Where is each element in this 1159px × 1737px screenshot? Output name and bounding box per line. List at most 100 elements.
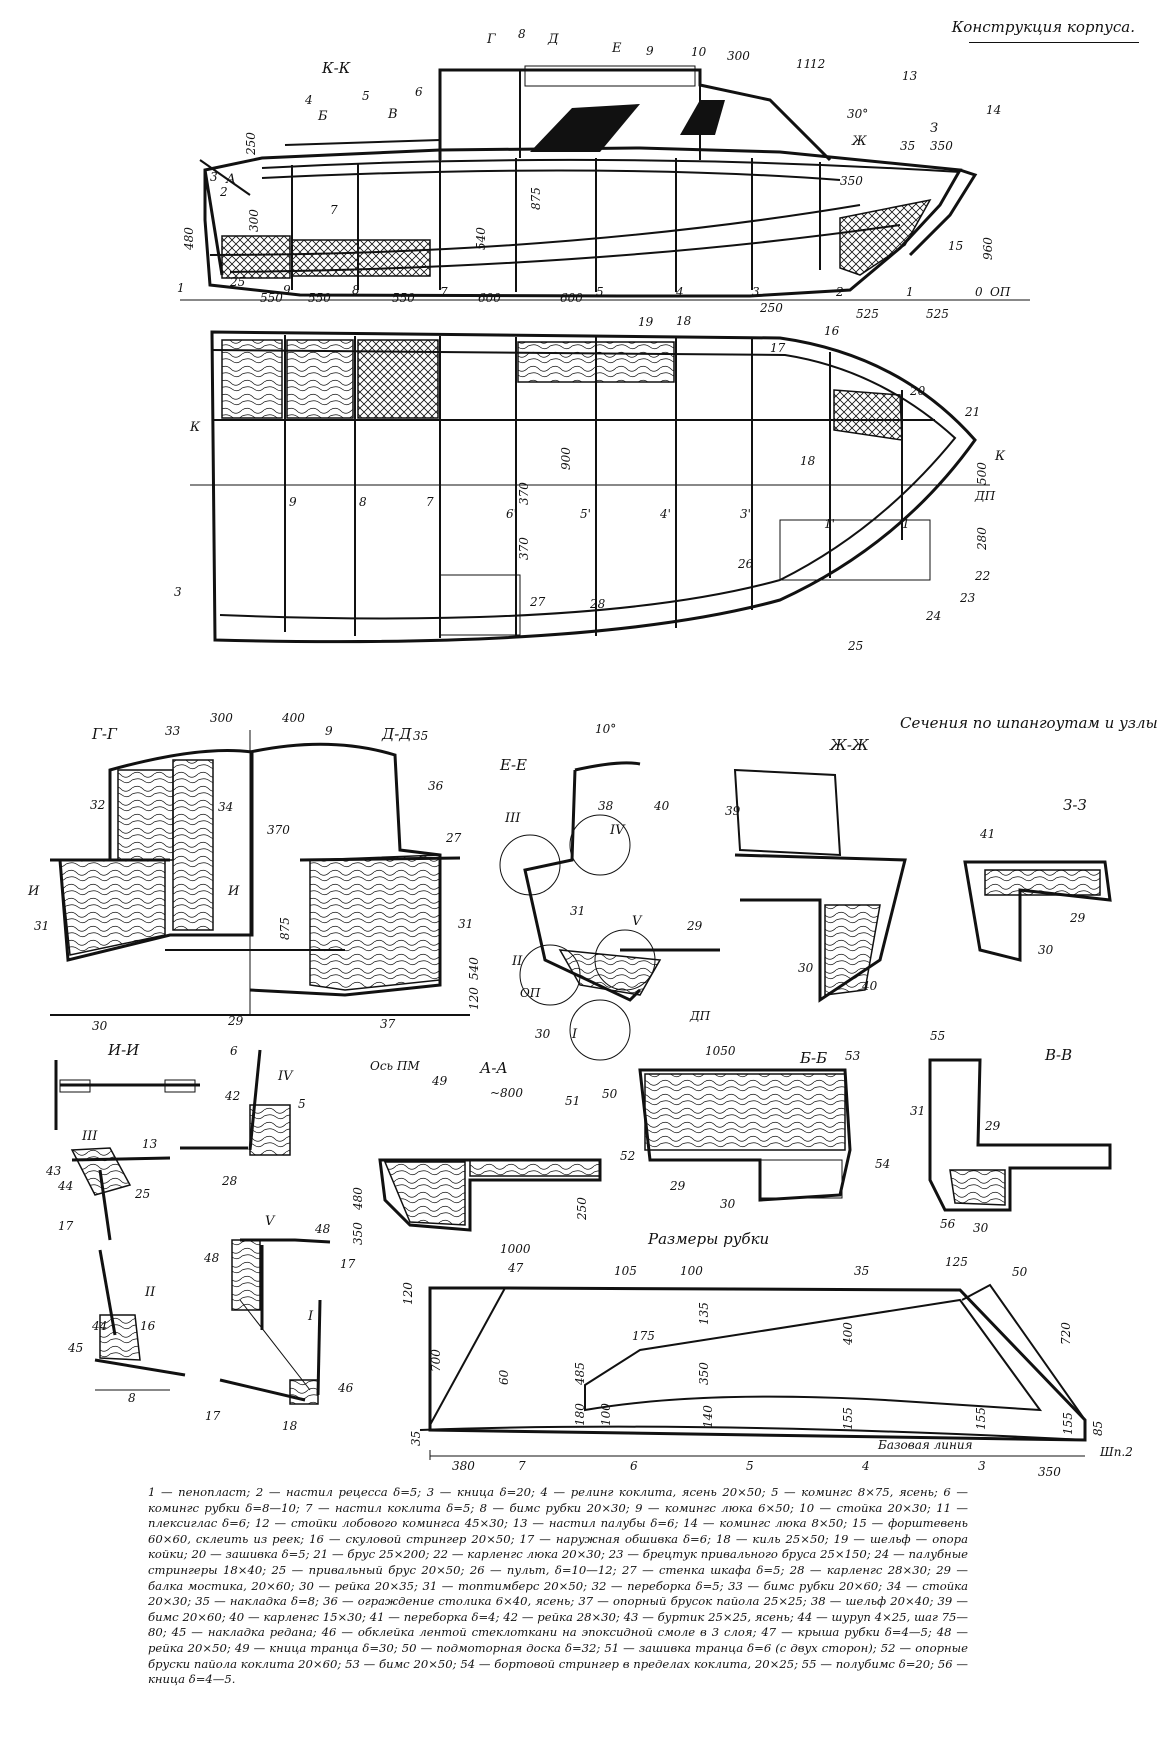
svg-text:35: 35 [409,1431,423,1446]
svg-text:4: 4 [675,285,684,299]
svg-text:9: 9 [283,283,291,297]
svg-text:14: 14 [986,103,1001,117]
svg-text:300: 300 [247,209,261,232]
svg-text:105: 105 [614,1264,637,1278]
svg-text:2: 2 [835,285,844,299]
svg-text:900: 900 [559,447,573,470]
svg-text:1: 1 [902,517,910,531]
plan-part-numbers: 3 17 20 21 22 23 24 25 26 27 28 18 [174,341,990,653]
svg-text:II: II [511,954,523,969]
svg-text:48: 48 [314,1222,331,1236]
svg-text:Г: Г [486,32,496,47]
svg-text:400: 400 [841,1322,855,1346]
cabin-dimension-labels: 105 100 35 125 50 120 47 175 135 400 720… [401,1255,1105,1479]
side-view-part-numbers: 3 2 4 5 6 8 9 10 11 12 13 14 15 16 18 19… [177,27,1001,338]
svg-text:Размеры рубки: Размеры рубки [647,1230,769,1248]
svg-text:60: 60 [497,1369,511,1385]
svg-text:5: 5 [746,1459,754,1473]
svg-text:8: 8 [359,495,367,509]
svg-text:17: 17 [58,1219,74,1233]
svg-text:5': 5' [580,507,591,521]
svg-text:5: 5 [298,1097,306,1111]
svg-text:З-З: З-З [1063,796,1087,814]
svg-text:540: 540 [474,227,488,250]
svg-text:31: 31 [458,917,473,931]
svg-text:700: 700 [429,1349,443,1372]
foam-bow [839,198,932,276]
svg-text:44: 44 [91,1319,107,1333]
svg-text:125: 125 [945,1255,968,1269]
svg-text:155: 155 [1061,1412,1075,1435]
svg-text:17: 17 [770,341,786,355]
header-rule [969,42,1139,43]
page-title: Конструкция корпуса. [951,18,1135,36]
side-view-frames [291,158,821,292]
svg-text:8: 8 [518,27,526,41]
svg-text:З: З [930,121,938,136]
svg-text:7: 7 [426,495,434,509]
svg-text:600: 600 [560,291,583,305]
svg-text:30°: 30° [847,107,868,121]
svg-text:I: I [307,1309,314,1324]
svg-text:480: 480 [182,227,196,251]
svg-text:155: 155 [974,1407,988,1430]
svg-text:6: 6 [415,85,423,99]
svg-text:18: 18 [676,314,692,328]
svg-text:31: 31 [910,1104,925,1118]
svg-text:350: 350 [930,139,953,153]
svg-text:180: 180 [573,1403,587,1426]
cabin-outline [438,68,832,162]
svg-text:28: 28 [589,597,606,611]
svg-text:20: 20 [909,384,926,398]
svg-text:370: 370 [517,537,531,560]
svg-text:И: И [27,884,40,899]
section-zhzh: Ж-Ж 39 30 40 [725,736,907,1003]
svg-text:30: 30 [973,1221,989,1235]
svg-text:38: 38 [598,799,614,813]
svg-text:250: 250 [244,132,258,156]
svg-text:29: 29 [1069,911,1086,925]
svg-text:13: 13 [902,69,918,83]
svg-text:Б-Б: Б-Б [799,1049,827,1067]
svg-text:250: 250 [575,1197,589,1221]
section-label-kk: К-К [321,59,351,77]
svg-text:18: 18 [800,454,816,468]
svg-text:27: 27 [445,831,462,845]
svg-text:25: 25 [229,275,245,289]
svg-text:5: 5 [596,285,604,299]
svg-text:25: 25 [847,639,863,653]
svg-text:34: 34 [218,800,233,814]
transom [203,169,224,276]
svg-text:40: 40 [653,799,670,813]
svg-text:V: V [632,914,643,929]
svg-text:А: А [225,172,236,187]
svg-text:47: 47 [507,1261,524,1275]
stem [908,168,978,257]
svg-text:550: 550 [308,291,331,305]
svg-text:370: 370 [267,823,290,837]
svg-text:21: 21 [964,405,980,419]
section-ii: И-И [54,1041,200,1130]
svg-text:III: III [504,811,521,826]
svg-text:I: I [571,1027,578,1042]
side-view-kk: К-К [177,27,1030,338]
svg-text:39: 39 [725,804,741,818]
svg-text:19: 19 [638,315,654,329]
svg-text:51: 51 [565,1094,580,1108]
svg-text:28: 28 [221,1174,238,1188]
svg-text:6: 6 [630,1459,638,1473]
svg-text:53: 53 [845,1049,861,1063]
svg-text:В-В: В-В [1044,1046,1072,1064]
svg-text:40: 40 [861,979,878,993]
section-bb: Б-Б 1050 53 52 29 30 54 [620,1044,890,1211]
svg-text:Ж-Ж: Ж-Ж [829,736,870,754]
svg-text:17: 17 [205,1409,221,1423]
svg-text:26: 26 [737,557,754,571]
svg-text:6': 6' [506,507,517,521]
svg-text:35: 35 [413,729,428,743]
svg-text:525: 525 [926,307,949,321]
svg-text:Г-Г: Г-Г [91,725,118,743]
svg-text:720: 720 [1059,1322,1073,1345]
svg-text:9: 9 [646,44,654,58]
